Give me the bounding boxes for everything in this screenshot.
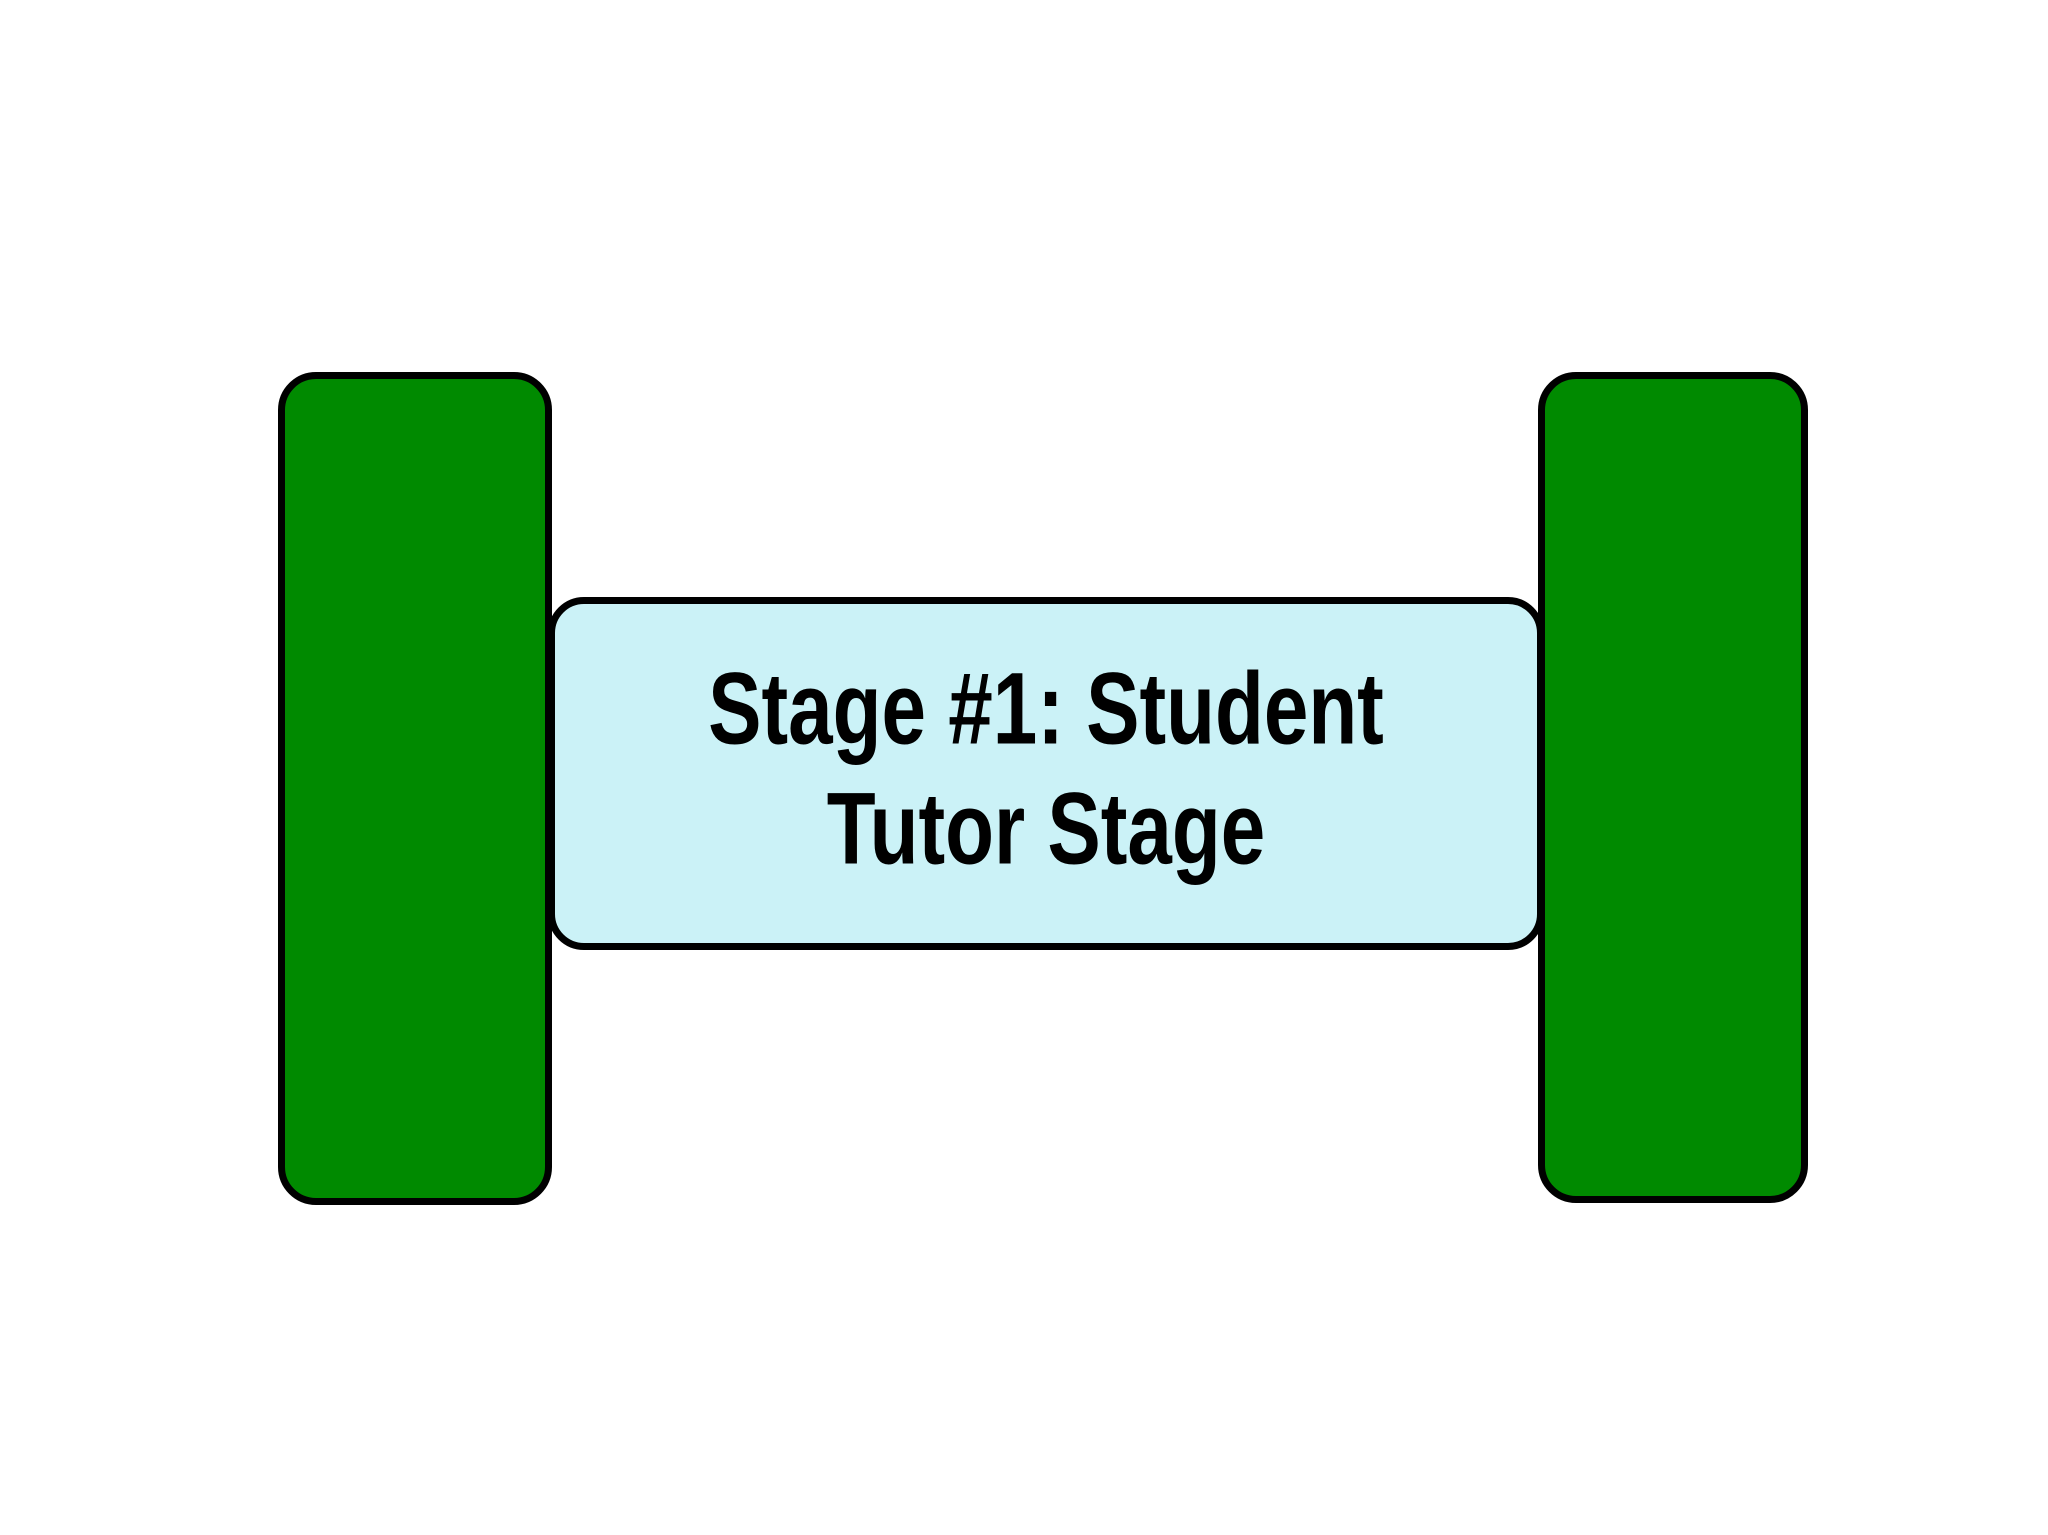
stage-box: Stage #1: Student Tutor Stage bbox=[548, 597, 1544, 950]
stage-label-line2: Tutor Stage bbox=[826, 771, 1266, 885]
stage-label-line1: Stage #1: Student bbox=[708, 650, 1384, 765]
stage-label: Stage #1: Student Tutor Stage bbox=[708, 648, 1384, 889]
left-green-bar bbox=[278, 372, 552, 1205]
right-green-bar bbox=[1538, 372, 1808, 1203]
